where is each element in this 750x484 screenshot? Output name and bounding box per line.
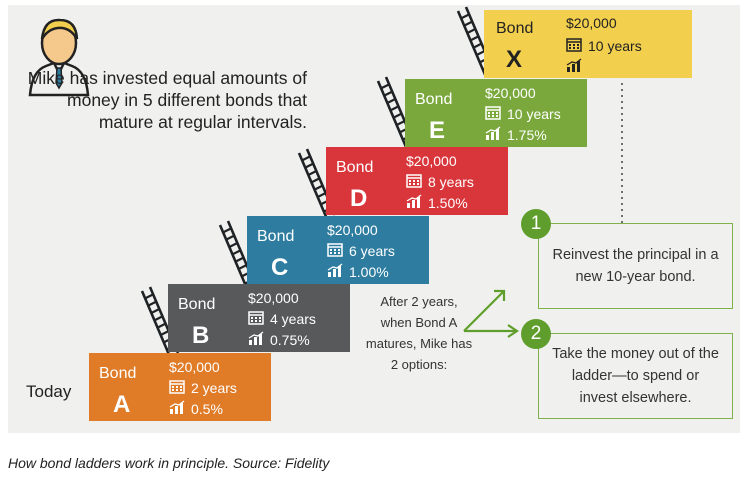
calendar-icon	[327, 242, 343, 260]
bond-letter: X	[506, 46, 523, 73]
bond-letter: C	[271, 254, 289, 281]
bar-chart-icon	[566, 58, 582, 75]
bar-chart-icon	[406, 194, 422, 211]
bar-chart-icon	[169, 400, 185, 417]
ladder-rung	[476, 50, 486, 56]
bond-years: 10 years	[507, 106, 561, 122]
option-2-text: Take the money out of the ladder—to spen…	[552, 346, 719, 406]
dotted-connector	[621, 83, 623, 223]
bond-amount: $20,000	[248, 290, 299, 306]
bond-years: 4 years	[270, 311, 316, 327]
calendar-icon	[566, 37, 582, 55]
bond-letter: D	[350, 185, 368, 212]
bar-chart-icon	[327, 263, 343, 280]
option-2-box: Take the money out of the ladder—to spen…	[538, 333, 733, 419]
ladder-rung	[150, 308, 160, 314]
ladder-rung	[460, 13, 470, 20]
bond-amount: $20,000	[566, 15, 617, 31]
bond-letter: B	[192, 322, 210, 349]
ladder-rung	[466, 28, 476, 34]
ladder-rung	[222, 227, 232, 234]
bond-rate: 1.50%	[428, 194, 468, 211]
ladder-rung	[386, 98, 396, 104]
ladder-rung	[235, 256, 245, 263]
person-icon	[28, 18, 90, 97]
bond-a-card: Bond A $20,000 2 years 0.5%	[89, 353, 271, 421]
ladder-rung	[147, 300, 157, 307]
ladder-rung	[228, 242, 238, 248]
bond-b-card: Bond B $20,000 4 years 0.75%	[168, 284, 350, 352]
bond-word: Bond	[496, 20, 534, 37]
ladder-rung	[463, 20, 473, 27]
bond-amount: $20,000	[169, 359, 220, 375]
ladder-rung	[389, 105, 399, 112]
ladder-rung	[304, 162, 314, 169]
ladder-rung	[231, 249, 241, 256]
intro-text: Mike has invested equal amounts of money…	[27, 68, 307, 132]
bond-word: Bond	[257, 228, 295, 245]
ladder-graphic	[140, 6, 496, 358]
ladder-rung	[383, 90, 393, 97]
calendar-icon	[485, 105, 501, 123]
bond-years: 10 years	[588, 38, 642, 54]
bond-amount: $20,000	[485, 85, 536, 101]
bond-years: 8 years	[428, 174, 474, 190]
bond-x-card: Bond X $20,000 10 years	[484, 10, 692, 78]
calendar-icon	[169, 379, 185, 397]
bond-amount: $20,000	[406, 153, 457, 169]
bond-word: Bond	[99, 365, 137, 382]
bond-word: Bond	[336, 159, 374, 176]
option-1-box: Reinvest the principal in a new 10-year …	[538, 223, 733, 309]
ladder-rung	[317, 192, 327, 198]
ladder-rung	[144, 293, 154, 300]
bond-letter: E	[429, 117, 446, 144]
option-1-number: 1	[521, 209, 551, 239]
ladder-rung	[310, 177, 320, 184]
bond-years: 2 years	[191, 380, 237, 396]
option-2-number: 2	[521, 319, 551, 349]
figure-caption: How bond ladders work in principle. Sour…	[8, 455, 330, 471]
ladder-rung	[225, 234, 235, 241]
ladder-rung	[157, 322, 167, 329]
bond-c-card: Bond C $20,000 6 years 1.00%	[247, 216, 429, 284]
bond-d-card: Bond D $20,000 8 years 1.50%	[326, 147, 508, 215]
ladder-rung	[396, 120, 406, 126]
bond-word: Bond	[415, 91, 453, 108]
ladder-rung	[301, 155, 311, 162]
bar-chart-icon	[485, 126, 501, 143]
ladder-rung	[238, 264, 248, 270]
bond-word: Bond	[178, 296, 216, 313]
after-text: After 2 years, when Bond A matures, Mike…	[365, 294, 473, 372]
bond-letter: A	[113, 391, 131, 418]
calendar-icon	[406, 173, 422, 191]
ladder-rung	[160, 330, 170, 336]
bar-chart-icon	[248, 331, 264, 348]
ladder-rung	[393, 112, 403, 119]
bond-amount: $20,000	[327, 222, 378, 238]
bond-e-card: Bond E $20,000 10 years 1.75%	[405, 79, 587, 147]
ladder-rung	[380, 83, 390, 90]
bond-rate: 1.00%	[349, 263, 389, 280]
bond-rate: 0.5%	[191, 400, 223, 417]
calendar-icon	[248, 310, 264, 328]
ladder-rung	[473, 42, 483, 49]
diagram-panel: Mike has invested equal amounts of money…	[8, 5, 740, 433]
bond-rate: 1.75%	[507, 126, 547, 143]
today-label: Today	[26, 382, 72, 401]
arrow-icon	[463, 289, 519, 338]
ladder-rung	[307, 170, 317, 176]
bond-years: 6 years	[349, 243, 395, 259]
option-1-text: Reinvest the principal in a new 10-year …	[552, 247, 719, 285]
ladder-rung	[469, 35, 479, 42]
bond-rate: 0.75%	[270, 331, 310, 348]
ladder-rung	[153, 315, 163, 322]
ladder-rung	[314, 184, 324, 191]
